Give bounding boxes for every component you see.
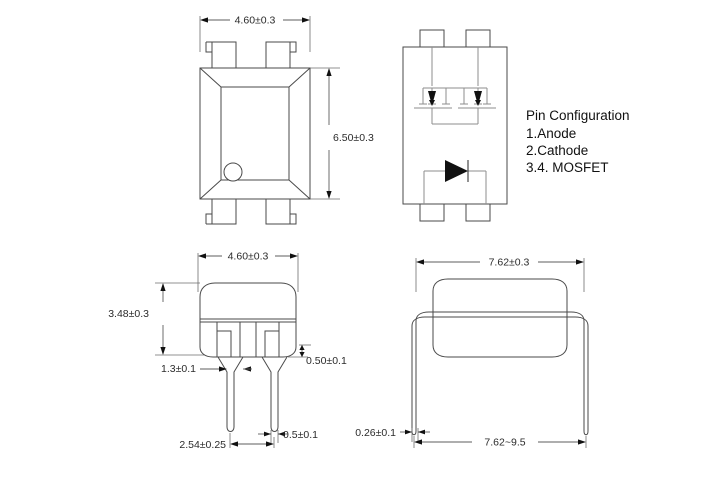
led-diode-symbol (423, 160, 487, 204)
front-view-lead-thickness-label: 0.5±0.1 (283, 429, 318, 441)
legend-title: Pin Configuration (526, 108, 630, 123)
top-view-height-dimension: 6.50±0.3 (305, 67, 374, 200)
side-view-lead-thickness-label: 0.26±0.1 (355, 427, 396, 439)
side-view-lead-span-label: 7.62~9.5 (484, 437, 525, 449)
side-view-body-span-dimension: 7.62±0.3 (415, 257, 585, 292)
polarity-mark-circle (223, 162, 243, 182)
front-view-lead-pitch-label: 2.54±0.25 (179, 439, 226, 451)
schematic-body-outline (402, 46, 508, 205)
top-view: 4.60±0.3 6.50±0.3 (199, 15, 374, 225)
front-view-leads (217, 356, 288, 432)
front-view-body-outline (199, 282, 297, 358)
front-view-height-dimension: 3.48±0.3 (108, 282, 222, 356)
front-view-width-dimension: 4.60±0.3 (197, 251, 299, 292)
front-side-view: 4.60±0.3 3.48±0.3 (108, 251, 347, 452)
side-view-body-span-label: 7.62±0.3 (489, 257, 530, 269)
legend-item-2: 2.Cathode (526, 143, 588, 158)
side-lead-form-view: 7.62±0.3 0.26±0.1 (355, 257, 589, 449)
pin-configuration-legend: Pin Configuration 1.Anode 2.Cathode 3.4.… (526, 108, 630, 175)
top-view-width-dimension: 4.60±0.3 (199, 15, 311, 52)
front-view-standoff-label: 0.50±0.1 (306, 355, 347, 367)
internal-schematic-view: Pin Configuration 1.Anode 2.Cathode 3.4.… (402, 29, 630, 222)
front-view-width-label: 4.60±0.3 (228, 251, 269, 263)
top-view-height-label: 6.50±0.3 (333, 132, 374, 144)
top-view-top-leads (205, 41, 297, 69)
schematic-bottom-leads (419, 203, 491, 222)
side-view-lead-thickness-dimension: 0.26±0.1 (355, 427, 430, 442)
front-view-lead-thickness-dimension: 0.5±0.1 (258, 429, 318, 443)
top-view-bottom-leads (205, 198, 297, 225)
front-view-lead-pitch-dimension: 2.54±0.25 (179, 433, 275, 451)
front-view-lead-width-label: 1.3±0.1 (161, 363, 196, 375)
mosfet-pair-symbol (414, 47, 496, 125)
front-view-body-height-label: 3.48±0.3 (108, 308, 149, 320)
side-view-lead-frame (411, 311, 589, 436)
legend-item-1: 1.Anode (526, 126, 576, 141)
schematic-top-leads (419, 29, 491, 48)
top-view-body-outline (199, 67, 311, 200)
top-view-width-label: 4.60±0.3 (235, 15, 276, 27)
front-view-lead-width-dimension: 1.3±0.1 (161, 363, 252, 375)
side-view-body-outline (432, 278, 568, 358)
front-view-standoff-dimension: 0.50±0.1 (288, 344, 347, 367)
legend-item-3: 3.4. MOSFET (526, 160, 609, 175)
side-view-lead-span-dimension: 7.62~9.5 (413, 436, 587, 449)
